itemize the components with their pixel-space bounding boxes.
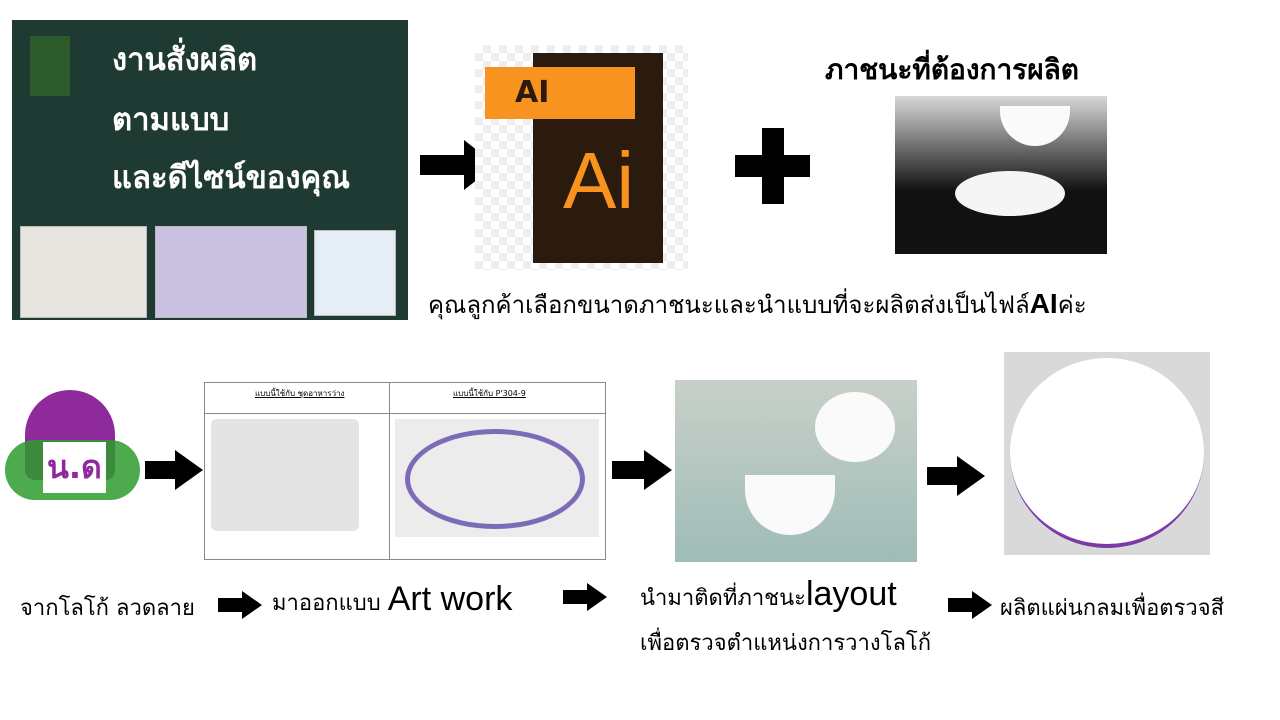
step-3-text: นำมาติดที่ภาชนะ	[640, 586, 806, 611]
banner-line-3: และดีไซน์ของคุณ	[112, 160, 351, 196]
step-2-label: มาออกแบบ Art work	[272, 580, 512, 620]
ai-file-icon: AI Ai	[475, 45, 688, 270]
caption-tail: ค่ะ	[1057, 291, 1087, 319]
plus-icon-vertical	[762, 128, 784, 204]
arrow-icon	[927, 456, 987, 496]
arrow-icon	[218, 591, 264, 619]
step-1-label: จากโลโก้ ลวดลาย	[20, 596, 195, 621]
sample-mug-photo	[314, 230, 396, 316]
step-2-big: Art work	[387, 580, 513, 618]
arrow-icon	[612, 450, 674, 490]
ai-big-label: Ai	[563, 136, 635, 225]
logo-text: น.ด	[43, 442, 106, 493]
step-2-text: มาออกแบบ	[272, 591, 388, 616]
step-4-label: ผลิตแผ่นกลมเพื่อตรวจสี	[1000, 596, 1225, 621]
artwork-col1-header: แบบนี้ใช้กับ ชุดอาหารว่าง	[255, 389, 345, 398]
artwork-tray-image	[211, 419, 359, 531]
chalkboard-banner: งานสั่งผลิต ตามแบบ และดีไซน์ของคุณ	[12, 20, 408, 320]
logo: น.ด	[5, 380, 140, 525]
layout-tableware-photo	[675, 380, 917, 562]
sample-purple-set-photo	[155, 226, 307, 318]
tableware-heading: ภาชนะที่ต้องการผลิต	[825, 53, 1079, 86]
caption-text: คุณลูกค้าเลือกขนาดภาชนะและนำแบบที่จะผลิต…	[428, 291, 1030, 319]
artwork-document: แบบนี้ใช้กับ ชุดอาหารว่าง แบบนี้ใช้กับ P…	[204, 382, 606, 560]
arrow-icon	[948, 591, 994, 619]
tableware-photo	[895, 96, 1107, 254]
step-3-line2: เพื่อตรวจตำแหน่งการวางโลโก้	[640, 631, 932, 656]
step-3-label: นำมาติดที่ภาชนะlayout	[640, 575, 897, 615]
step-3-big: layout	[805, 575, 897, 613]
artwork-col2-header: แบบนี้ใช้กับ P'304-9	[453, 389, 526, 398]
ai-tab-label: AI	[485, 67, 635, 119]
decor-square	[30, 36, 70, 96]
banner-line-2: ตามแบบ	[112, 102, 230, 138]
artwork-plate-image	[395, 419, 599, 537]
sample-plate-photo	[20, 226, 147, 318]
caption-ai: AI	[1029, 288, 1058, 319]
arrow-icon	[563, 583, 609, 611]
caption-top: คุณลูกค้าเลือกขนาดภาชนะและนำแบบที่จะผลิต…	[428, 285, 1087, 324]
arrow-icon	[145, 450, 203, 490]
color-test-plate-photo	[1004, 352, 1210, 555]
banner-line-1: งานสั่งผลิต	[112, 42, 258, 78]
